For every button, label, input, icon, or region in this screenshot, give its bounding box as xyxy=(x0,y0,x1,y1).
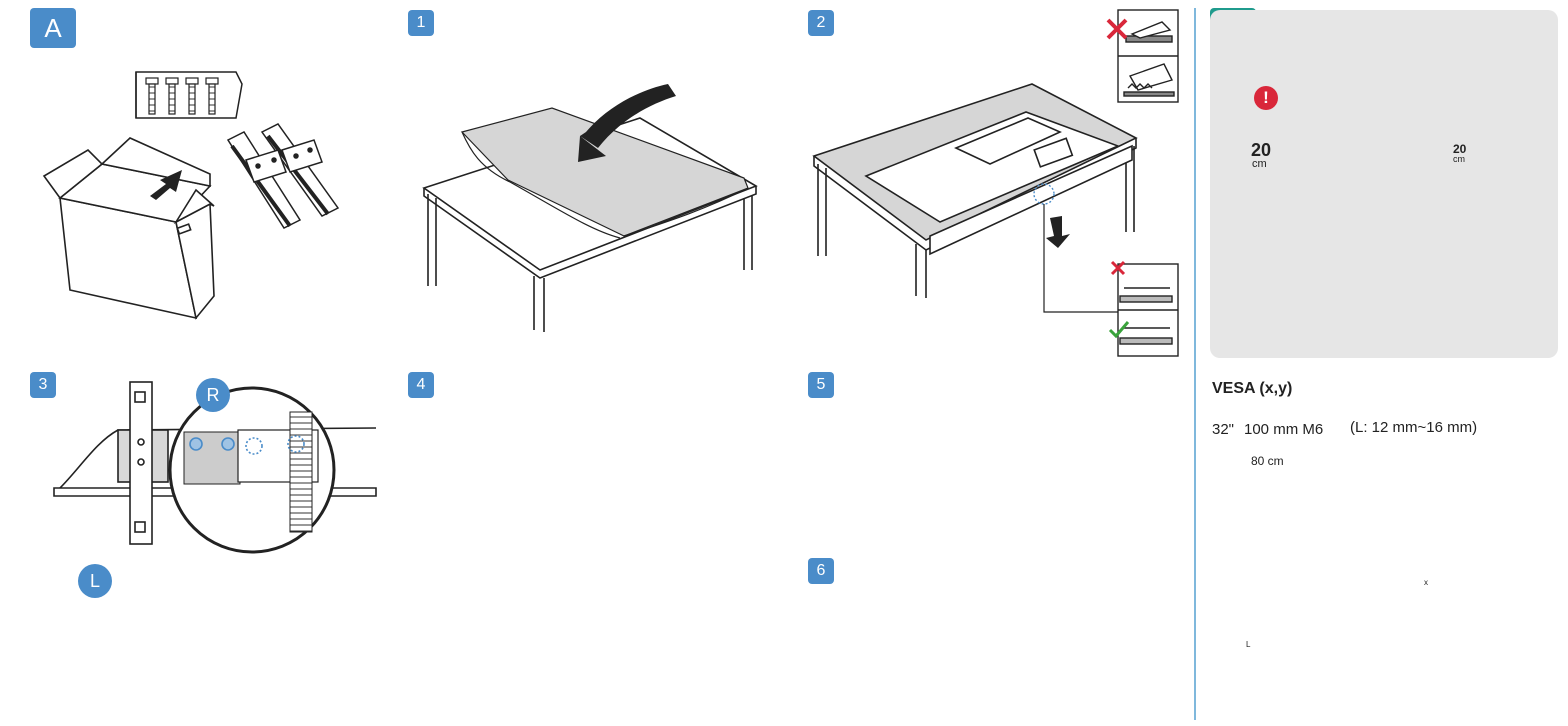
step-1-badge: 1 xyxy=(408,10,434,36)
cross-icon xyxy=(1106,18,1128,40)
check-icon xyxy=(1108,321,1130,339)
clearance-left-unit: cm xyxy=(1252,158,1267,170)
place-down-arrow-icon xyxy=(578,84,676,162)
clearance-right-unit: cm xyxy=(1453,154,1465,164)
zoom-detail-right xyxy=(168,386,336,554)
tv-facedown-illustration xyxy=(812,83,1138,298)
section-divider xyxy=(1194,8,1196,720)
step-3-badge: 3 xyxy=(30,372,56,398)
stand-leg-step3 xyxy=(129,381,153,545)
step-6-badge: 6 xyxy=(808,558,834,584)
detail-zoom-marker xyxy=(1033,183,1055,205)
vesa-spec: 100 mm M6 xyxy=(1244,421,1324,438)
tv-depth: 80 cm xyxy=(1251,454,1284,468)
table-with-foam-illustration xyxy=(422,107,758,332)
section-a-badge: A xyxy=(30,8,76,48)
vesa-label: VESA (x,y) xyxy=(1212,380,1293,397)
tv-size: 32" xyxy=(1212,421,1235,438)
wall-mount-panel xyxy=(1210,10,1558,358)
diagram-tv-tag-label: TV xyxy=(1270,567,1279,574)
cross-icon xyxy=(1110,260,1126,276)
diagram-x-label: x xyxy=(1424,578,1428,587)
step-4-badge: 4 xyxy=(408,372,434,398)
right-side-badge: R xyxy=(196,378,230,412)
orientation-panel xyxy=(1117,9,1179,103)
step-2-badge: 2 xyxy=(808,10,834,36)
alert-icon: ! xyxy=(1254,86,1278,110)
lift-arrow-icon xyxy=(150,170,182,200)
down-arrow-icon xyxy=(1046,216,1070,248)
screw-length: (L: 12 mm~16 mm) xyxy=(1350,419,1478,436)
clearance-right-value: 20 xyxy=(1453,142,1467,156)
tv-box-illustration xyxy=(42,137,215,320)
left-side-badge: L xyxy=(78,564,112,598)
stand-legs-illustration xyxy=(226,123,340,229)
step-5-badge: 5 xyxy=(808,372,834,398)
diagram-vesa-tag-label: VESA xyxy=(1223,567,1242,574)
callout-line xyxy=(1043,204,1118,313)
clearance-left-value: 20 xyxy=(1251,140,1272,160)
diagram-l-label: L xyxy=(1246,640,1251,649)
screw-bag-illustration xyxy=(135,71,243,119)
placement-check-panel xyxy=(1117,263,1179,357)
